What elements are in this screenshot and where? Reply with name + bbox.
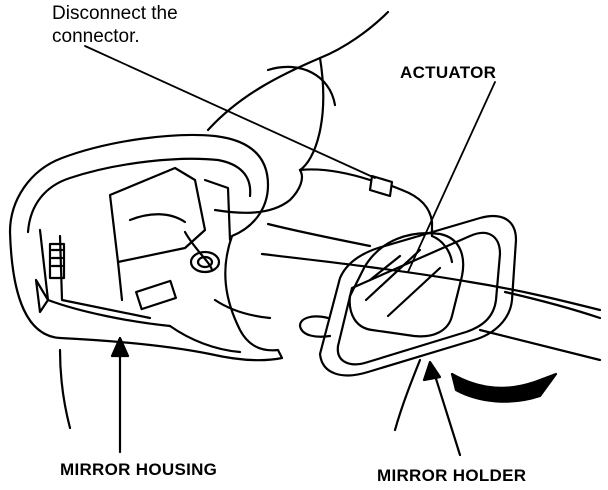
rotation-arrow	[450, 372, 558, 403]
label-arrows	[110, 336, 462, 457]
connector	[213, 168, 434, 238]
door-outline	[58, 10, 602, 432]
housing-mechanism	[34, 242, 221, 314]
connector-callout-label: Disconnect the connector.	[52, 3, 178, 47]
mirror-holder	[298, 214, 518, 377]
actuator-label: ACTUATOR	[400, 63, 497, 82]
leader-lines	[84, 45, 496, 273]
mirror-housing-label: MIRROR HOUSING	[60, 460, 218, 479]
mirror-holder-label: MIRROR HOLDER	[377, 466, 527, 485]
